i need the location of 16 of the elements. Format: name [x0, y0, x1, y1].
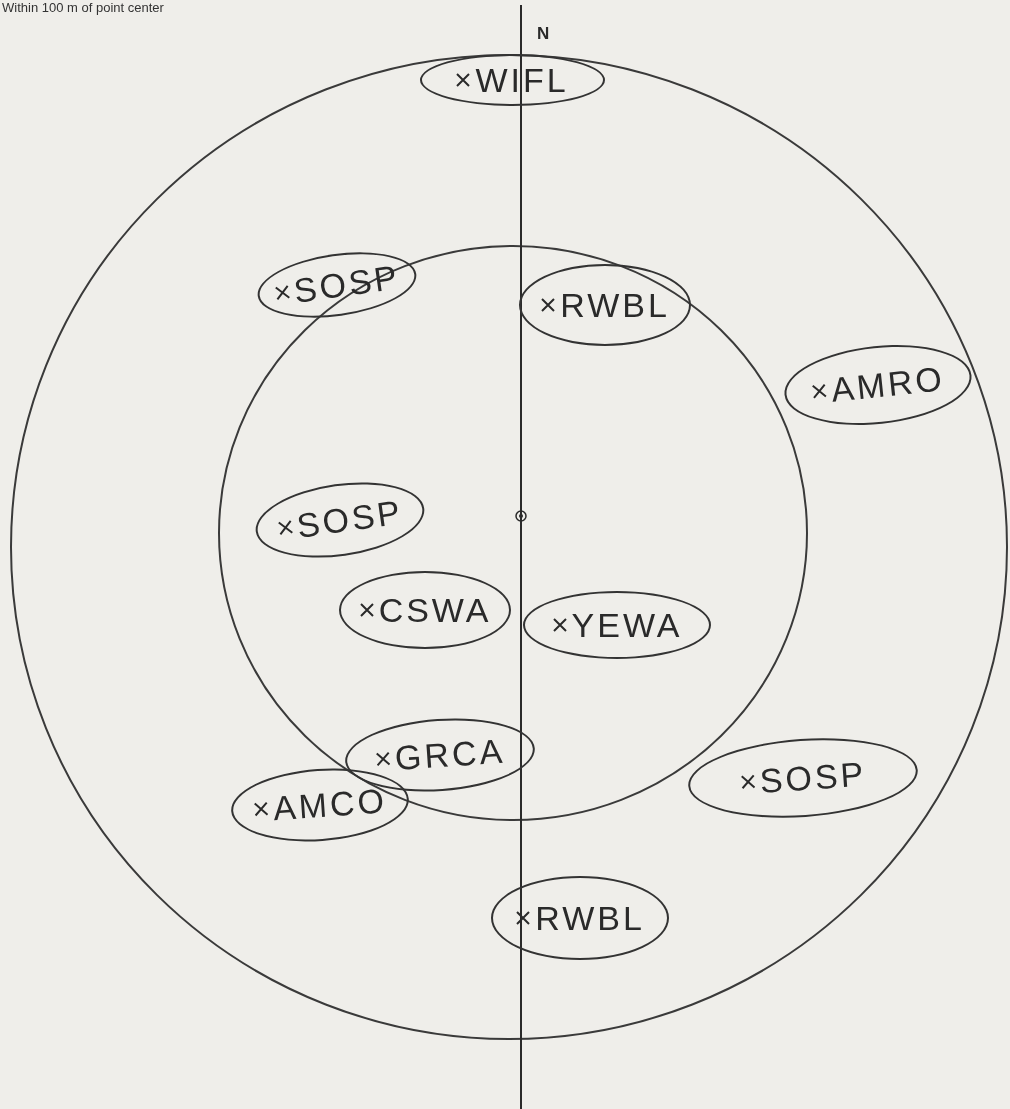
species-code: CSWA	[378, 591, 492, 629]
species-ellipse	[339, 571, 511, 649]
species-ellipse	[491, 876, 669, 960]
note-text: Within 100 m of point center	[2, 0, 164, 16]
species-code: AMRO	[829, 359, 947, 409]
species-code: RWBL	[535, 899, 645, 937]
species-code: SOSP	[291, 257, 403, 310]
species-code: SOSP	[758, 754, 868, 800]
north-label: N	[537, 24, 550, 44]
species-ellipse	[523, 591, 711, 659]
species-code: GRCA	[393, 731, 507, 778]
species-code: RWBL	[560, 286, 670, 324]
species-code: YEWA	[571, 606, 683, 644]
species-ellipse	[519, 264, 691, 346]
species-code: AMCO	[271, 781, 389, 828]
species-code: SOSP	[294, 492, 406, 545]
